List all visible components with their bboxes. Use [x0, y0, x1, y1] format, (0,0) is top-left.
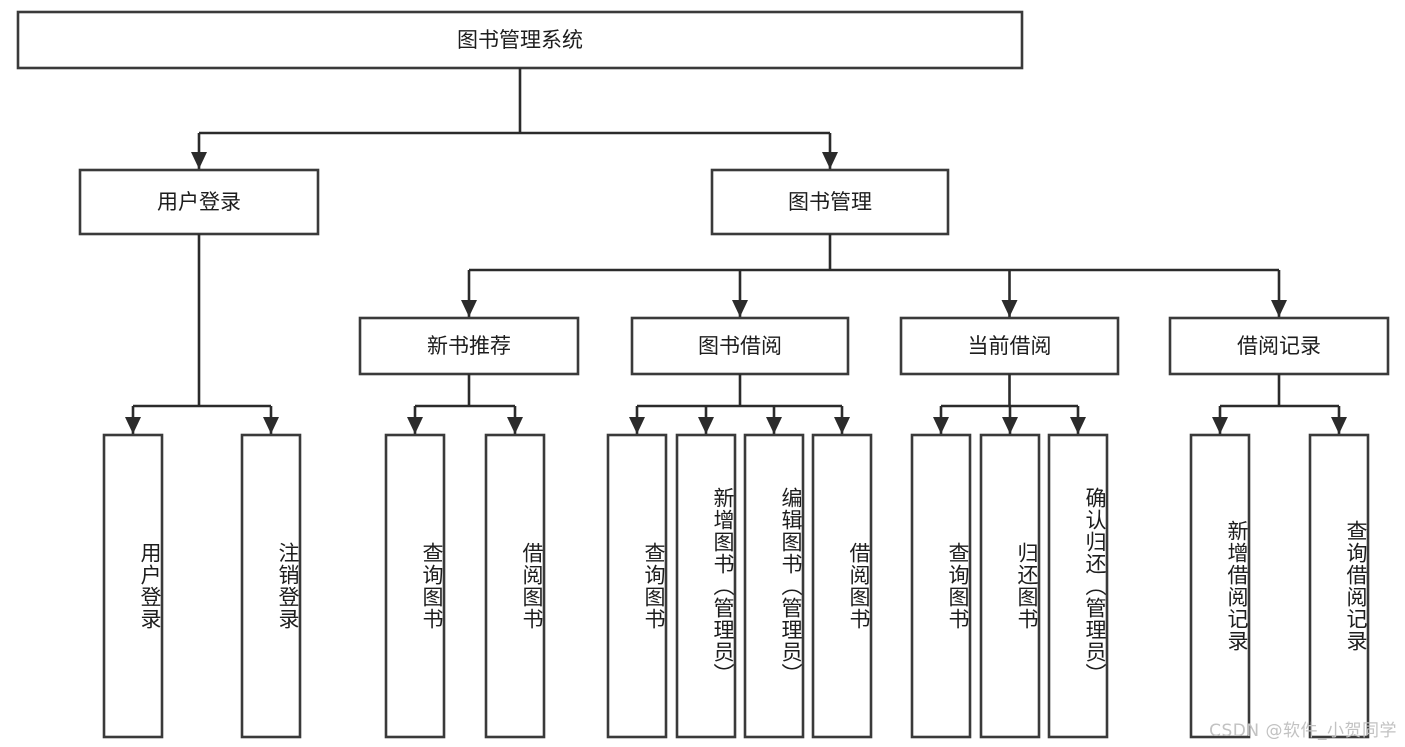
node-leaf-3[interactable]: [484, 433, 546, 739]
node-level3-2-label: 当前借阅: [968, 334, 1052, 358]
node-leaf-7[interactable]: [811, 433, 873, 739]
arrow-head-icon: [507, 417, 523, 434]
node-leaf-1[interactable]: [240, 433, 302, 739]
node-root[interactable]: [16, 10, 1024, 70]
arrow-head-icon: [1331, 417, 1347, 434]
node-leaf-10[interactable]: [1047, 433, 1109, 739]
arrow-head-icon: [834, 417, 850, 434]
watermark-text: CSDN @软件_小贺同学: [1209, 721, 1397, 741]
node-level2-0[interactable]: [78, 168, 320, 236]
arrow-head-icon: [822, 152, 838, 169]
arrow-head-icon: [629, 417, 645, 434]
arrow-head-icon: [933, 417, 949, 434]
arrow-head-icon: [698, 417, 714, 434]
node-level2-1[interactable]: [710, 168, 950, 236]
arrow-head-icon: [1070, 417, 1086, 434]
node-leaf-12[interactable]: [1308, 433, 1370, 739]
arrow-head-icon: [461, 300, 477, 317]
node-leaf-11[interactable]: [1189, 433, 1251, 739]
node-root-label: 图书管理系统: [457, 28, 583, 52]
node-level3-3[interactable]: [1168, 316, 1390, 376]
node-leaf-0[interactable]: [102, 433, 164, 739]
node-leaf-9[interactable]: [979, 433, 1041, 739]
arrow-head-icon: [1271, 300, 1287, 317]
arrow-head-icon: [407, 417, 423, 434]
node-level2-1-label: 图书管理: [788, 190, 872, 214]
node-level3-0-label: 新书推荐: [427, 334, 511, 358]
node-level3-0[interactable]: [358, 316, 580, 376]
node-leaf-6[interactable]: [743, 433, 805, 739]
arrow-head-icon: [263, 417, 279, 434]
arrow-head-icon: [191, 152, 207, 169]
node-leaf-8[interactable]: [910, 433, 972, 739]
node-level2-0-label: 用户登录: [157, 190, 241, 214]
arrow-head-icon: [1212, 417, 1228, 434]
arrow-head-icon: [125, 417, 141, 434]
arrow-head-icon: [1001, 300, 1018, 317]
arrow-head-icon: [732, 300, 748, 317]
arrow-head-icon: [766, 417, 782, 434]
arrow-head-icon: [1002, 417, 1018, 434]
node-leaf-2[interactable]: [384, 433, 446, 739]
node-leaf-4[interactable]: [606, 433, 668, 739]
node-level3-3-label: 借阅记录: [1237, 334, 1321, 358]
node-level3-1-label: 图书借阅: [698, 334, 782, 358]
node-leaf-5[interactable]: [675, 433, 737, 739]
